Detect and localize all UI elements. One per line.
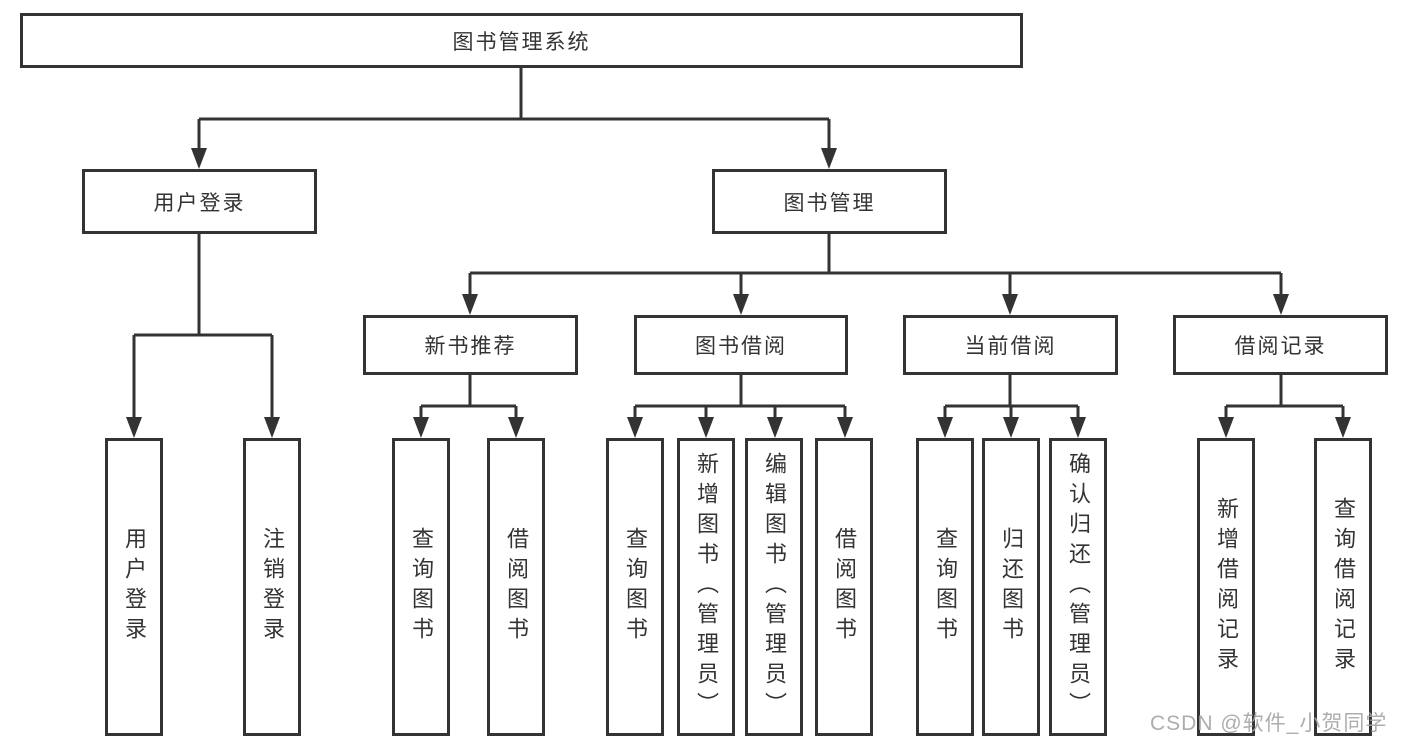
node-label: 新书推荐 — [424, 335, 517, 358]
leaf-nb-borrow-books: 借阅图书 — [487, 438, 545, 736]
connector-login-to-leaves — [126, 234, 280, 438]
leaf-label: 新增借阅记录 — [1214, 497, 1239, 677]
leaf-label: 新增图书（管理员） — [694, 452, 719, 722]
leaf-bb-borrow-books: 借阅图书 — [815, 438, 873, 736]
leaf-bb-edit-books-admin: 编辑图书（管理员） — [745, 438, 803, 736]
node-label: 图书借阅 — [695, 335, 787, 358]
node-label: 图书管理系统 — [452, 30, 591, 54]
leaf-user-login: 用户登录 — [105, 438, 163, 736]
node-label: 用户登录 — [153, 191, 246, 215]
leaf-br-query-record: 查询借阅记录 — [1314, 438, 1372, 736]
node-label: 当前借阅 — [964, 335, 1057, 358]
csdn-watermark: CSDN @软件_小贺同学 — [1150, 712, 1388, 735]
node-borrowing-records: 借阅记录 — [1173, 315, 1388, 375]
node-book-management-system: 图书管理系统 — [20, 13, 1023, 68]
node-label: 图书管理 — [783, 191, 876, 215]
leaf-label: 注销登录 — [260, 527, 285, 647]
connector-bookmgmt-to-level3 — [462, 234, 1289, 315]
node-book-management: 图书管理 — [712, 169, 947, 234]
leaf-label: 编辑图书（管理员） — [762, 452, 787, 722]
leaf-label: 确认归还（管理员） — [1066, 452, 1091, 722]
node-new-book-recommend: 新书推荐 — [363, 315, 578, 375]
connector-record-to-leaves — [1218, 375, 1351, 438]
node-user-login: 用户登录 — [82, 169, 317, 234]
leaf-label: 借阅图书 — [504, 527, 529, 647]
leaf-nb-query-books: 查询图书 — [392, 438, 450, 736]
leaf-label: 查询图书 — [409, 527, 434, 647]
leaf-bb-query-books: 查询图书 — [606, 438, 664, 736]
node-book-borrowing: 图书借阅 — [634, 315, 848, 375]
leaf-label: 查询图书 — [623, 527, 648, 647]
leaf-cb-query-books: 查询图书 — [916, 438, 974, 736]
node-current-borrowing: 当前借阅 — [903, 315, 1118, 375]
connector-current-to-leaves — [937, 375, 1086, 438]
leaf-label: 查询借阅记录 — [1331, 497, 1356, 677]
leaf-bb-add-books-admin: 新增图书（管理员） — [677, 438, 735, 736]
leaf-label: 用户登录 — [122, 527, 147, 647]
connector-root-to-level2 — [191, 68, 837, 169]
connector-bookborrow-to-leaves — [627, 375, 853, 438]
leaf-br-add-record: 新增借阅记录 — [1197, 438, 1255, 736]
leaf-logout: 注销登录 — [243, 438, 301, 736]
node-label: 借阅记录 — [1234, 335, 1327, 358]
leaf-cb-return-books: 归还图书 — [982, 438, 1040, 736]
leaf-cb-confirm-return-admin: 确认归还（管理员） — [1049, 438, 1107, 736]
leaf-label: 归还图书 — [999, 527, 1024, 647]
leaf-label: 借阅图书 — [832, 527, 857, 647]
leaf-label: 查询图书 — [933, 527, 958, 647]
connector-newbook-to-leaves — [413, 375, 524, 438]
